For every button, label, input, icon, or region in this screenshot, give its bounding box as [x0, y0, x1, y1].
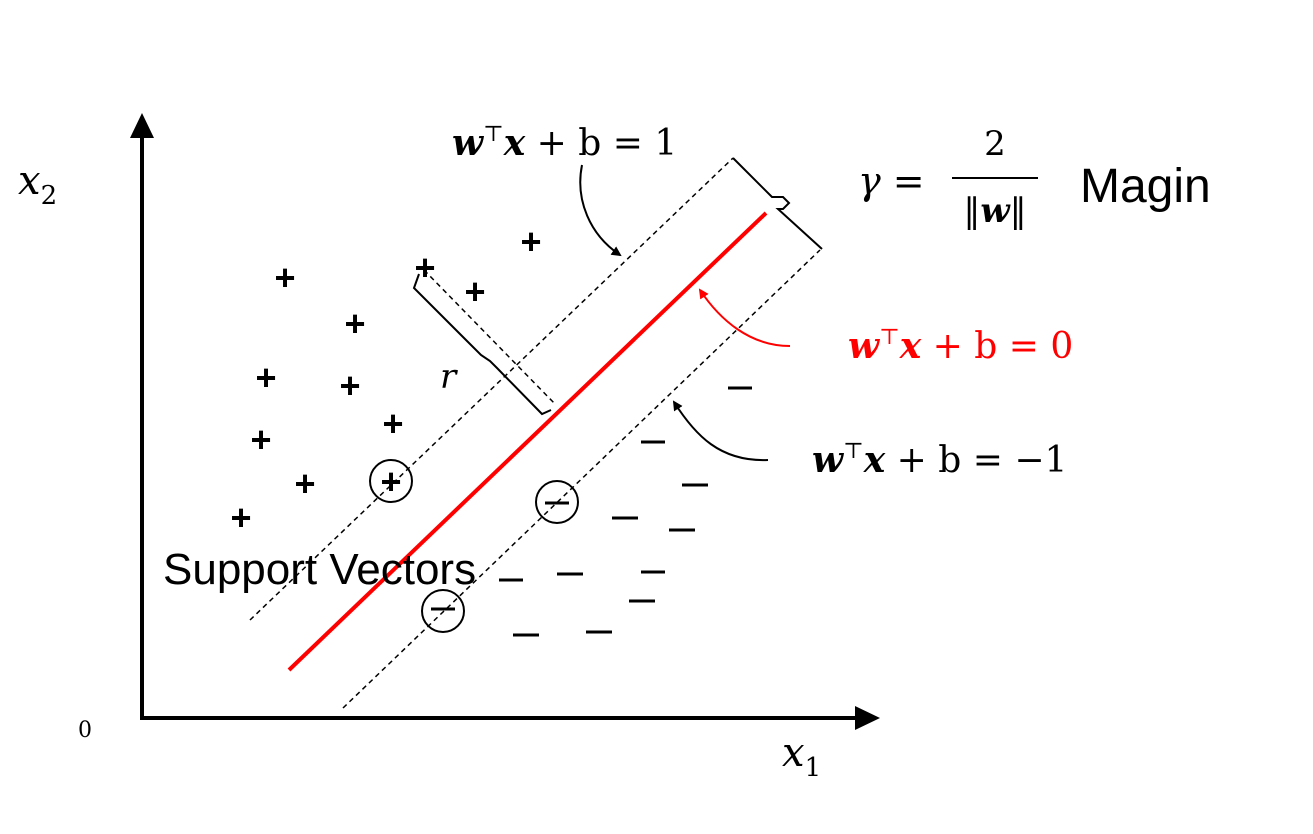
x-axis-label: x1 [782, 730, 821, 783]
positive-samples: + + + + + + + + + + + [230, 221, 541, 538]
plus-sample: + [274, 257, 295, 298]
upper-margin-line [249, 157, 734, 621]
support-vector-plus: + [369, 459, 413, 503]
upper-equation: w⊤x + b = 1 [452, 122, 677, 164]
lower-margin-line [342, 249, 821, 709]
plus-sample: + [250, 419, 271, 460]
y-axis-label: x2 [18, 158, 57, 211]
distance-r-label: r [440, 357, 458, 397]
plus-sample: + [382, 403, 403, 444]
lower-equation: w⊤x + b = −1 [812, 439, 1067, 481]
lower-equation-arrow [672, 400, 769, 462]
plus-sample: + [414, 247, 435, 288]
plus-sample: + [294, 463, 315, 504]
margin-numerator: 2 [984, 124, 1006, 164]
plus-sample: + [344, 303, 365, 344]
gamma-label: γ = [858, 159, 925, 203]
origin-label: 0 [78, 718, 92, 743]
support-vector-minus [535, 480, 579, 524]
y-axis-arrowhead [130, 113, 154, 138]
x-axis-arrowhead [855, 706, 880, 730]
plus-sample: + [380, 461, 401, 502]
negative-samples [499, 386, 752, 637]
plus-sample: + [520, 221, 541, 262]
center-equation: w⊤x + b = 0 [848, 325, 1073, 367]
upper-equation-arrow [579, 164, 622, 257]
margin-denominator: ‖w‖ [963, 191, 1026, 231]
decision-hyperplane [287, 211, 768, 672]
distance-r-brace [412, 273, 552, 416]
distance-r-dashed-line [423, 269, 557, 406]
support-vectors-label: Support Vectors [163, 545, 476, 594]
center-equation-arrow [698, 288, 791, 347]
plus-sample: + [464, 271, 485, 312]
plus-sample: + [255, 357, 276, 398]
margin-brace [732, 157, 823, 250]
margin-label: Magin [1080, 160, 1211, 213]
support-vector-minus [421, 589, 465, 633]
plus-sample: + [339, 365, 360, 406]
margin-formula: γ = 2 ‖w‖ Magin [858, 124, 1211, 231]
plus-sample: + [230, 497, 251, 538]
axes [130, 113, 880, 730]
